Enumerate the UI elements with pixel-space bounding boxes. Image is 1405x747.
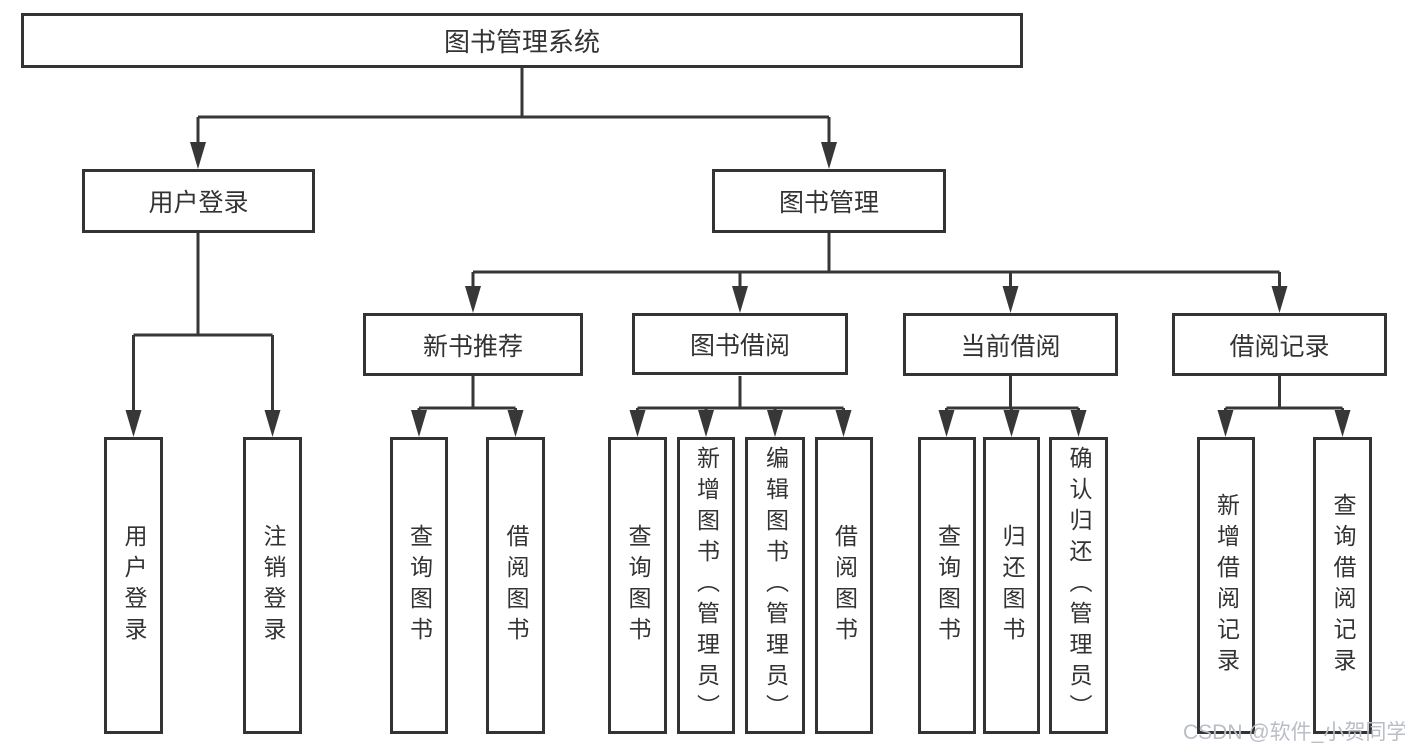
leaf-return-book: 归还图书: [983, 437, 1040, 734]
connector-bookmgmt-to-level2: [471, 233, 1281, 288]
node-label: 确认归还（管理员）: [1066, 446, 1092, 725]
connector-root-to-level1: [196, 68, 831, 144]
node-label: 图书借阅: [689, 332, 790, 360]
node-label: 借阅图书: [831, 523, 858, 648]
node-label: 新增图书（管理员）: [693, 446, 720, 725]
leaf-add-borrow-record: 新增借阅记录: [1197, 437, 1255, 734]
node-label: 借阅记录: [1229, 332, 1330, 361]
node-new-book-recommend: 新书推荐: [363, 313, 583, 376]
leaf-logout: 注销登录: [243, 437, 302, 734]
node-label: 新增借阅记录: [1213, 492, 1240, 679]
connector-borrow-to-leaves: [636, 376, 845, 412]
arrowheads-current-leaves: [938, 410, 1087, 437]
node-label: 编辑图书（管理员）: [762, 446, 789, 725]
arrowheads-level1: [190, 142, 837, 169]
leaf-edit-book-admin: 编辑图书（管理员）: [745, 437, 805, 734]
node-label: 归还图书: [999, 523, 1025, 648]
connector-current-to-leaves: [945, 376, 1080, 412]
node-book-management: 图书管理: [712, 169, 946, 233]
node-label: 用户登录: [121, 523, 147, 648]
leaf-borrow-books-recommend: 借阅图书: [486, 437, 545, 734]
node-label: 新书推荐: [422, 332, 523, 361]
node-label: 查询图书: [406, 523, 433, 648]
node-current-borrow: 当前借阅: [903, 313, 1118, 376]
connector-records-to-leaves: [1224, 376, 1344, 412]
leaf-query-borrow-record: 查询借阅记录: [1313, 437, 1372, 734]
node-label: 图书管理: [778, 189, 879, 217]
arrowheads-records-leaves: [1217, 410, 1351, 437]
node-label: 查询借阅记录: [1330, 492, 1356, 679]
arrowheads-borrow-leaves: [629, 410, 852, 437]
connector-userlogin-to-leaves: [132, 233, 274, 412]
node-book-borrow: 图书借阅: [632, 313, 848, 375]
csdn-watermark: CSDN @软件_小贺同学: [1183, 721, 1405, 744]
node-root-library-system: 图书管理系统: [21, 13, 1023, 68]
connector-newbook-to-leaves: [417, 376, 517, 412]
node-label: 查询图书: [625, 523, 651, 648]
leaf-user-login: 用户登录: [104, 437, 163, 734]
leaf-borrow-books: 借阅图书: [815, 437, 873, 734]
node-label: 注销登录: [260, 523, 286, 648]
leaf-query-books-current: 查询图书: [918, 437, 976, 734]
arrowheads-newbook-leaves: [411, 410, 524, 437]
node-borrow-records: 借阅记录: [1172, 313, 1387, 376]
leaf-add-book-admin: 新增图书（管理员）: [677, 437, 735, 734]
leaf-confirm-return-admin: 确认归还（管理员）: [1049, 437, 1108, 734]
arrowheads-userlogin-leaves: [125, 410, 281, 437]
node-user-login-branch: 用户登录: [82, 169, 315, 233]
arrowheads-level2: [465, 286, 1288, 313]
node-label: 当前借阅: [960, 332, 1061, 361]
node-label: 查询图书: [934, 523, 961, 648]
leaf-query-books-borrow: 查询图书: [608, 437, 667, 734]
node-label: 用户登录: [148, 189, 249, 217]
leaf-query-books-recommend: 查询图书: [390, 437, 448, 734]
node-label: 图书管理系统: [443, 27, 600, 57]
node-label: 借阅图书: [503, 523, 529, 648]
